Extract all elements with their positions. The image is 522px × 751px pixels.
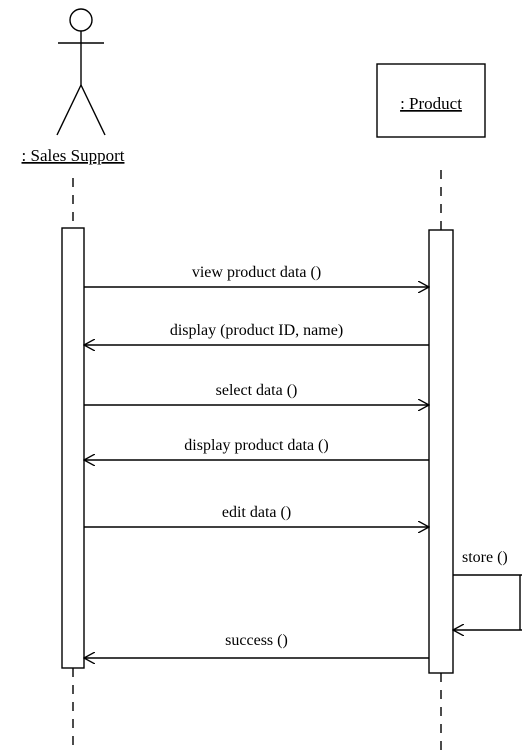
- edit-data-message: edit data (): [84, 504, 429, 527]
- success-message: success (): [84, 632, 429, 658]
- message-label: success (): [225, 632, 288, 649]
- actor-activation-bar: [61, 227, 85, 669]
- message-label: edit data (): [222, 504, 291, 521]
- object-activation-bar: [428, 229, 454, 674]
- view-product-data-message: view product data (): [84, 264, 429, 287]
- select-data-message: select data (): [84, 382, 429, 405]
- display-product-id-name-message: display (product ID, name): [84, 322, 429, 345]
- object-box: [376, 63, 486, 138]
- message-label: view product data (): [192, 264, 321, 281]
- message-arrows: view product data () display (product ID,…: [84, 264, 522, 658]
- message-label: store (): [462, 549, 508, 566]
- message-label: display product data (): [184, 437, 328, 454]
- object-label: : Product: [400, 94, 462, 113]
- message-label: display (product ID, name): [170, 322, 343, 339]
- message-label: select data (): [216, 382, 298, 399]
- store-message: store (): [453, 549, 522, 576]
- stick-figure-icon: [56, 8, 106, 136]
- display-product-data-message: display product data (): [84, 437, 429, 460]
- actor-label: : Sales Support: [22, 146, 125, 165]
